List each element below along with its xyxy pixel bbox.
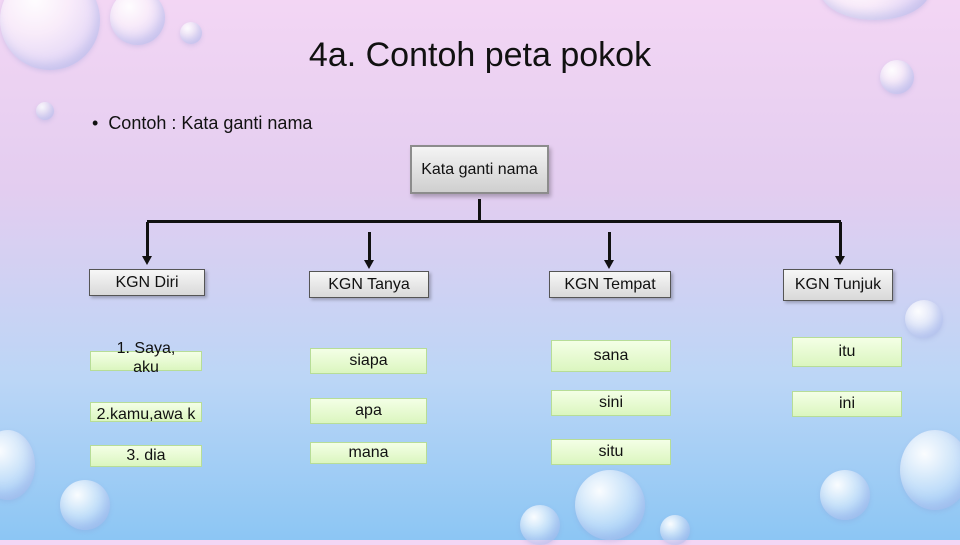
item-box: mana [310, 442, 427, 464]
category-node-tempat: KGN Tempat [549, 271, 671, 298]
bullet-point: • Contoh : Kata ganti nama [92, 113, 312, 134]
item-box: apa [310, 398, 427, 424]
bubble-decoration [0, 430, 35, 500]
root-node: Kata ganti nama [410, 145, 549, 194]
bubble-decoration [900, 430, 960, 510]
item-box: 1. Saya, aku [90, 340, 202, 376]
bubble-decoration [36, 102, 54, 120]
item-label: sana [593, 347, 629, 365]
category-label: KGN Tunjuk [794, 276, 882, 294]
bubble-decoration [180, 22, 202, 44]
item-box: sini [551, 390, 671, 416]
category-node-tunjuk: KGN Tunjuk [783, 269, 893, 301]
item-box: sana [551, 340, 671, 372]
bubble-decoration [110, 0, 165, 45]
item-label: siapa [349, 352, 388, 370]
bubble-decoration [820, 0, 930, 20]
category-label: KGN Tempat [564, 275, 656, 293]
item-box: itu [792, 337, 902, 367]
branch-line-tanya [368, 232, 371, 262]
arrow-tunjuk [835, 256, 845, 265]
item-label: ini [838, 395, 855, 413]
bubble-decoration [575, 470, 645, 540]
item-label: 1. Saya, aku [116, 339, 176, 376]
root-node-label: Kata ganti nama [421, 160, 538, 178]
branch-line-diri [146, 222, 149, 258]
item-label: situ [598, 443, 624, 461]
category-label: KGN Tanya [328, 275, 410, 293]
root-stem [478, 199, 481, 223]
category-node-diri: KGN Diri [89, 269, 205, 296]
arrow-tempat [604, 260, 614, 269]
item-label: apa [355, 402, 382, 420]
horizontal-connector [147, 220, 841, 223]
item-label: mana [348, 444, 389, 462]
item-box: 3. dia [90, 445, 202, 467]
item-label: 2.kamu,awa k [96, 406, 196, 424]
arrow-tanya [364, 260, 374, 269]
item-box: ini [792, 391, 902, 417]
bubble-decoration [880, 60, 914, 94]
bubble-decoration [820, 470, 870, 520]
bubble-decoration [905, 300, 943, 338]
bubble-decoration [60, 480, 110, 530]
category-label: KGN Diri [115, 273, 179, 291]
slide-title: 4a. Contoh peta pokok [308, 36, 652, 74]
category-node-tanya: KGN Tanya [309, 271, 429, 298]
arrow-diri [142, 256, 152, 265]
item-label: sini [598, 394, 623, 412]
item-box: 2.kamu,awa k [90, 402, 202, 424]
branch-line-tempat [608, 232, 611, 262]
bubble-decoration [660, 515, 690, 545]
item-label: 3. dia [126, 447, 166, 465]
item-box: situ [551, 439, 671, 465]
branch-line-tunjuk [839, 222, 842, 258]
bullet-text: Contoh : Kata ganti nama [108, 113, 313, 133]
bubble-decoration [520, 505, 560, 545]
item-box: siapa [310, 348, 427, 374]
item-label: itu [838, 343, 856, 361]
bullet-marker: • [92, 113, 99, 133]
